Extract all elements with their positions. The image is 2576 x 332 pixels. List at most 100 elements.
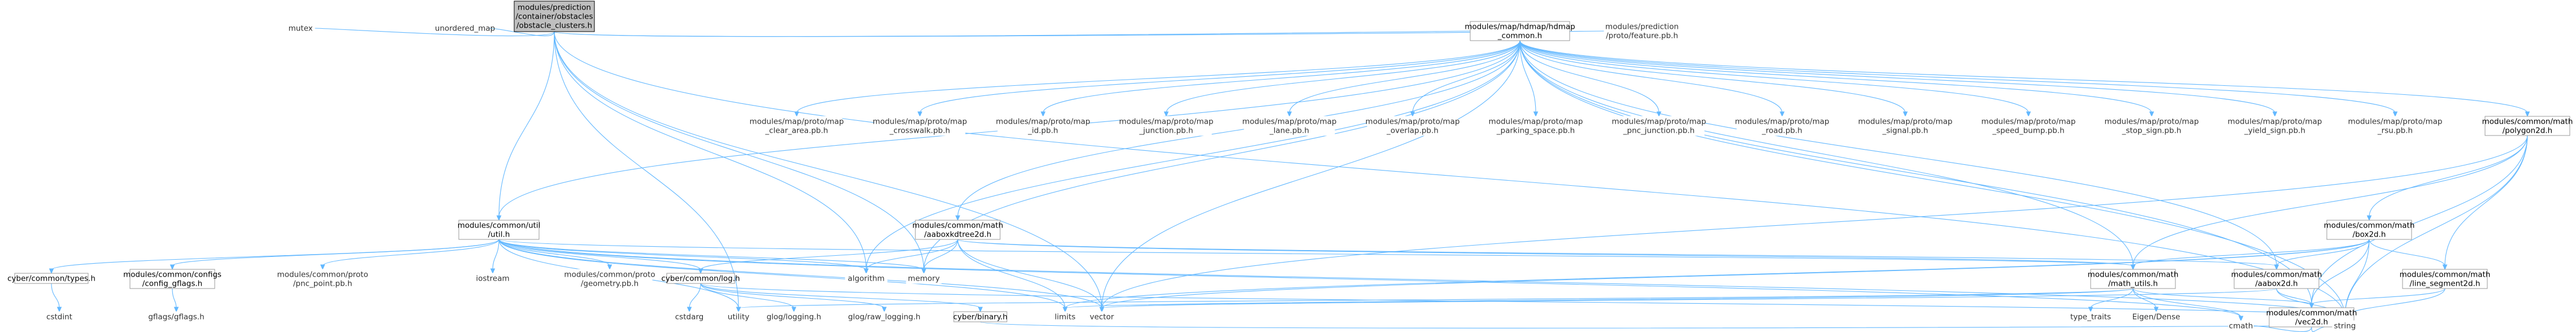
node-iostream[interactable]: iostream [475,273,510,284]
node-feature-pb[interactable]: modules/prediction/proto/feature.pb.h [1604,21,1680,41]
node-mutex[interactable]: mutex [286,23,315,34]
node-root[interactable]: modules/prediction/container/obstacles/o… [514,1,595,32]
node-pnc-point[interactable]: modules/common/proto/pnc_point.pb.h [277,269,368,289]
node-gflags[interactable]: gflags/gflags.h [148,311,205,322]
node-label-line: _speed_bump.pb.h [1992,126,2064,136]
node-label-line: modules/common/math [2324,221,2415,230]
node-label-line: _crosswalk.pb.h [889,126,950,136]
node-label-line: _rsu.pb.h [2377,126,2413,136]
node-yield-sign[interactable]: modules/map/proto/map_yield_sign.pb.h [2228,116,2322,136]
node-unordered-map[interactable]: unordered_map [435,23,495,34]
node-label-line: /geometry.pb.h [581,279,638,289]
node-label-line: _overlap.pb.h [1386,126,1439,136]
node-vector[interactable]: vector [1088,311,1116,322]
edge-log_h-to-binary_h [700,283,983,313]
node-box [1604,21,1680,41]
node-util[interactable]: modules/common/util/util.h [458,220,541,240]
node-label-line: cstdarg [675,313,703,322]
node-polygon2d[interactable]: modules/common/math/polygon2d.h [2482,116,2573,136]
node-label-line: /vec2d.h [2295,318,2328,327]
edge-hdmap_common-to-road [1519,40,1785,117]
node-road[interactable]: modules/map/proto/map_road.pb.h [1735,116,1830,136]
node-geometry-pb[interactable]: modules/common/proto/geometry.pb.h [564,269,655,289]
node-label-line: cyber/common/log.h [661,274,740,283]
node-memory[interactable]: memory [906,273,942,284]
node-label-line: unordered_map [435,24,495,33]
edge-aaboxkdtree2d-to-algorithm [863,239,958,274]
node-label-line: vector [1090,313,1114,322]
edge-root-to-algorithm [554,31,869,274]
node-hdmap-common[interactable]: modules/map/hdmap/hdmap_common.h [1465,21,1575,41]
node-utility[interactable]: utility [724,311,753,322]
node-box [849,311,919,322]
node-label-line: modules/map/proto/map [1119,117,1214,126]
node-eigen[interactable]: Eigen/Dense [2132,311,2180,322]
edge-util-to-memory [498,239,927,274]
node-label-line: utility [728,313,749,322]
node-box [1244,116,1335,136]
edge-util-to-pnc_point [320,239,499,270]
node-stop-sign[interactable]: modules/map/proto/map_stop_sign.pb.h [2105,116,2199,136]
edge-log_h-to-cstdarg [687,283,701,313]
node-type-traits[interactable]: type_traits [2070,311,2112,322]
node-algorithm[interactable]: algorithm [845,273,888,284]
node-label-line: modules/common/proto [277,270,368,279]
node-junction[interactable]: modules/map/proto/map_junction.pb.h [1119,116,1214,136]
node-glog-raw[interactable]: glog/raw_logging.h [848,311,920,322]
node-glog-logging[interactable]: glog/logging.h [767,311,822,322]
node-box [1120,116,1212,136]
node-speed-bump[interactable]: modules/map/proto/map_speed_bump.pb.h [1982,116,2076,136]
node-line-segment2d[interactable]: modules/common/math/line_segment2d.h [2400,269,2491,289]
node-pnc-junction[interactable]: modules/map/proto/map_pnc_junction.pb.h [1612,116,1706,136]
node-box [906,273,942,284]
node-cmath[interactable]: cmath [2228,320,2254,331]
node-label-line: modules/common/configs [123,270,221,279]
node-overlap[interactable]: modules/map/proto/map_overlap.pb.h [1366,116,1460,136]
node-parking-space[interactable]: modules/map/proto/map_parking_space.pb.h [1489,116,1583,136]
edge-hdmap_common-to-junction [1163,40,1521,117]
node-box [475,273,510,284]
node-binary-h[interactable]: cyber/binary.h [953,311,1007,322]
node-crosswalk[interactable]: modules/map/proto/map_crosswalk.pb.h [873,116,967,136]
node-aabox2d[interactable]: modules/common/math/aabox2d.h [2231,269,2322,289]
node-cstdint[interactable]: cstdint [46,311,73,322]
edge-hdmap_common-to-stop_sign [1519,40,2154,117]
node-box2d[interactable]: modules/common/math/box2d.h [2324,220,2415,240]
node-label-line: modules/common/math [2400,270,2491,279]
node-rsu[interactable]: modules/map/proto/map_rsu.pb.h [2348,116,2443,136]
node-label-line: modules/map/proto/map [996,117,1091,126]
node-box [1613,116,1705,136]
node-label-line: modules/map/proto/map [1366,117,1460,126]
node-limits[interactable]: limits [1052,311,1079,322]
node-label-line: modules/map/hdmap/hdmap [1465,23,1575,32]
node-string[interactable]: string [2332,320,2358,331]
node-log-h[interactable]: cyber/common/log.h [661,273,740,284]
edge-util-to-iostream [490,239,499,274]
node-cstdarg[interactable]: cstdarg [674,311,705,322]
edge-log_h-to-glog_logging [700,283,797,313]
node-box [874,116,966,136]
edge-hdmap_common-to-speed_bump [1519,40,2031,117]
node-signal[interactable]: modules/map/proto/map_signal.pb.h [1858,116,1953,136]
node-box [1088,311,1116,322]
node-clear-area[interactable]: modules/map/proto/map_clear_area.pb.h [750,116,844,136]
edge-hdmap_common-to-clear_area [794,40,1521,117]
node-aaboxkdtree2d[interactable]: modules/common/math/aaboxkdtree2d.h [913,220,1004,240]
node-label-line: /util.h [488,230,510,239]
node-label-line: _common.h [1497,32,1542,41]
node-label-line: modules/common/math [913,221,1004,230]
edge-line_segment2d-to-vec2d [2309,288,2445,309]
node-types-h[interactable]: cyber/common/types.h [7,273,95,284]
node-id-pb[interactable]: modules/map/proto/map_id.pb.h [996,116,1091,136]
edge-aabox2d-to-vector [1099,288,2277,313]
node-math-utils[interactable]: modules/common/math/math_utils.h [2088,269,2179,289]
node-box [2070,311,2112,322]
edge-hdmap_common-to-string [1519,40,2348,322]
node-label-line: _stop_sign.pb.h [2122,126,2182,136]
node-box [129,269,215,289]
node-label-line: /obstacle_clusters.h [516,21,592,30]
edge-hdmap_common-to-rsu [1519,40,2398,117]
node-lane[interactable]: modules/map/proto/map_lane.pb.h [1243,116,1337,136]
node-box [724,311,753,322]
node-config-gflags[interactable]: modules/common/configs/config_gflags.h [123,269,221,289]
